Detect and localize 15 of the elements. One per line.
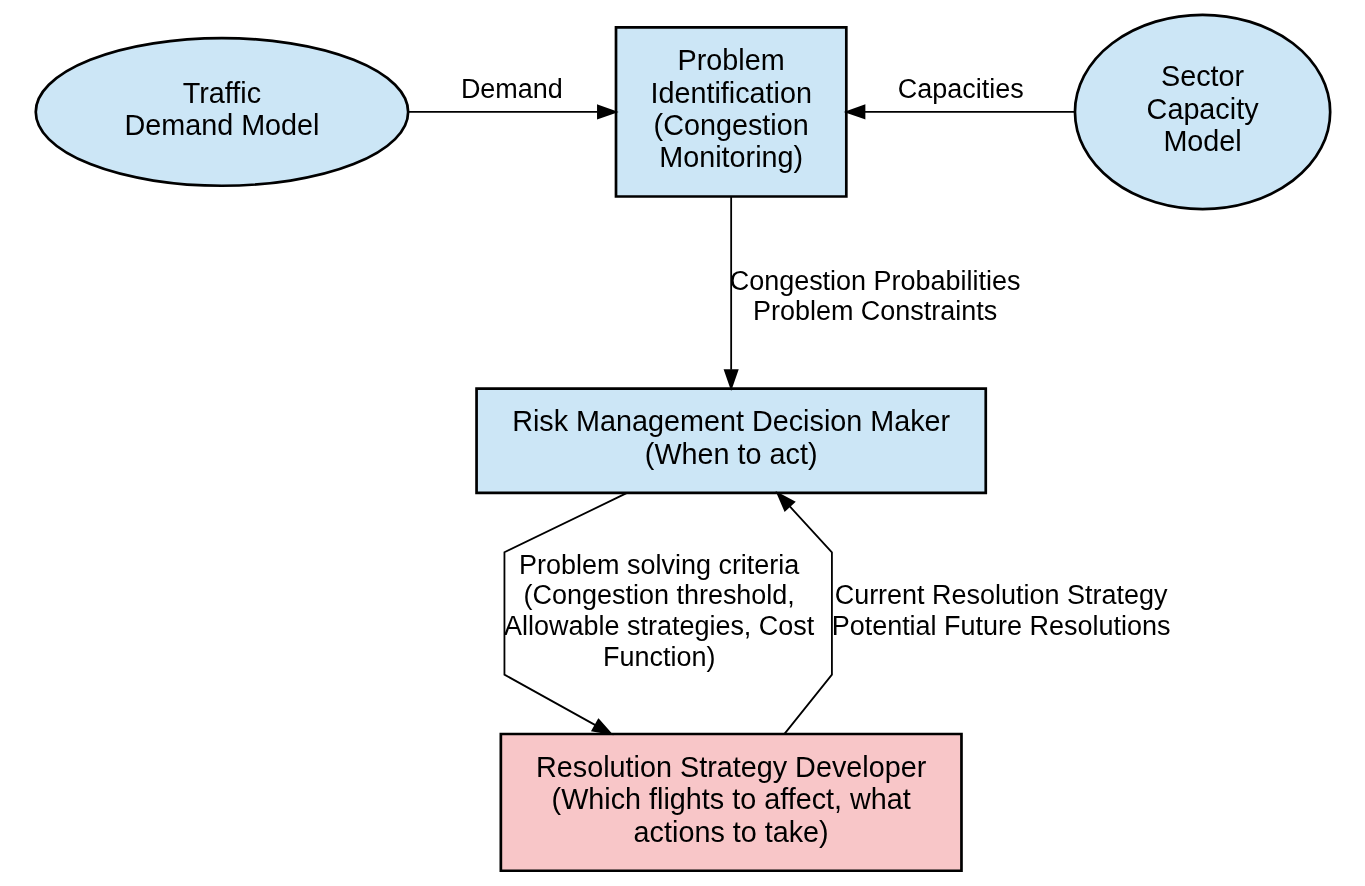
arrow xyxy=(775,490,833,735)
edge-label: Problem solving criteria (Congestion threshold, Allowable strategies, Cost Function) xyxy=(503,549,814,672)
node-box: Risk Management Decision Maker (When to act) xyxy=(474,387,987,495)
node-box: Problem Identification (Congestion Monitoring) xyxy=(614,26,848,198)
arrow xyxy=(406,104,619,120)
arrow xyxy=(723,195,739,391)
node-box: Resolution Strategy Developer (Which flights to affect, what actions to take) xyxy=(499,732,963,873)
arrow xyxy=(843,104,1076,120)
arrow xyxy=(503,492,628,736)
edge-label: Demand xyxy=(460,73,563,104)
edge-label: Congestion Probabilities Problem Constraints xyxy=(729,265,1021,327)
edge-label: Current Resolution Strategy Potential Future Resolutions xyxy=(831,580,1170,642)
edge-label: Capacities xyxy=(897,73,1024,104)
node-ellipse: Traffic Demand Model xyxy=(33,36,409,188)
node-ellipse: Sector Capacity Model xyxy=(1073,13,1332,211)
